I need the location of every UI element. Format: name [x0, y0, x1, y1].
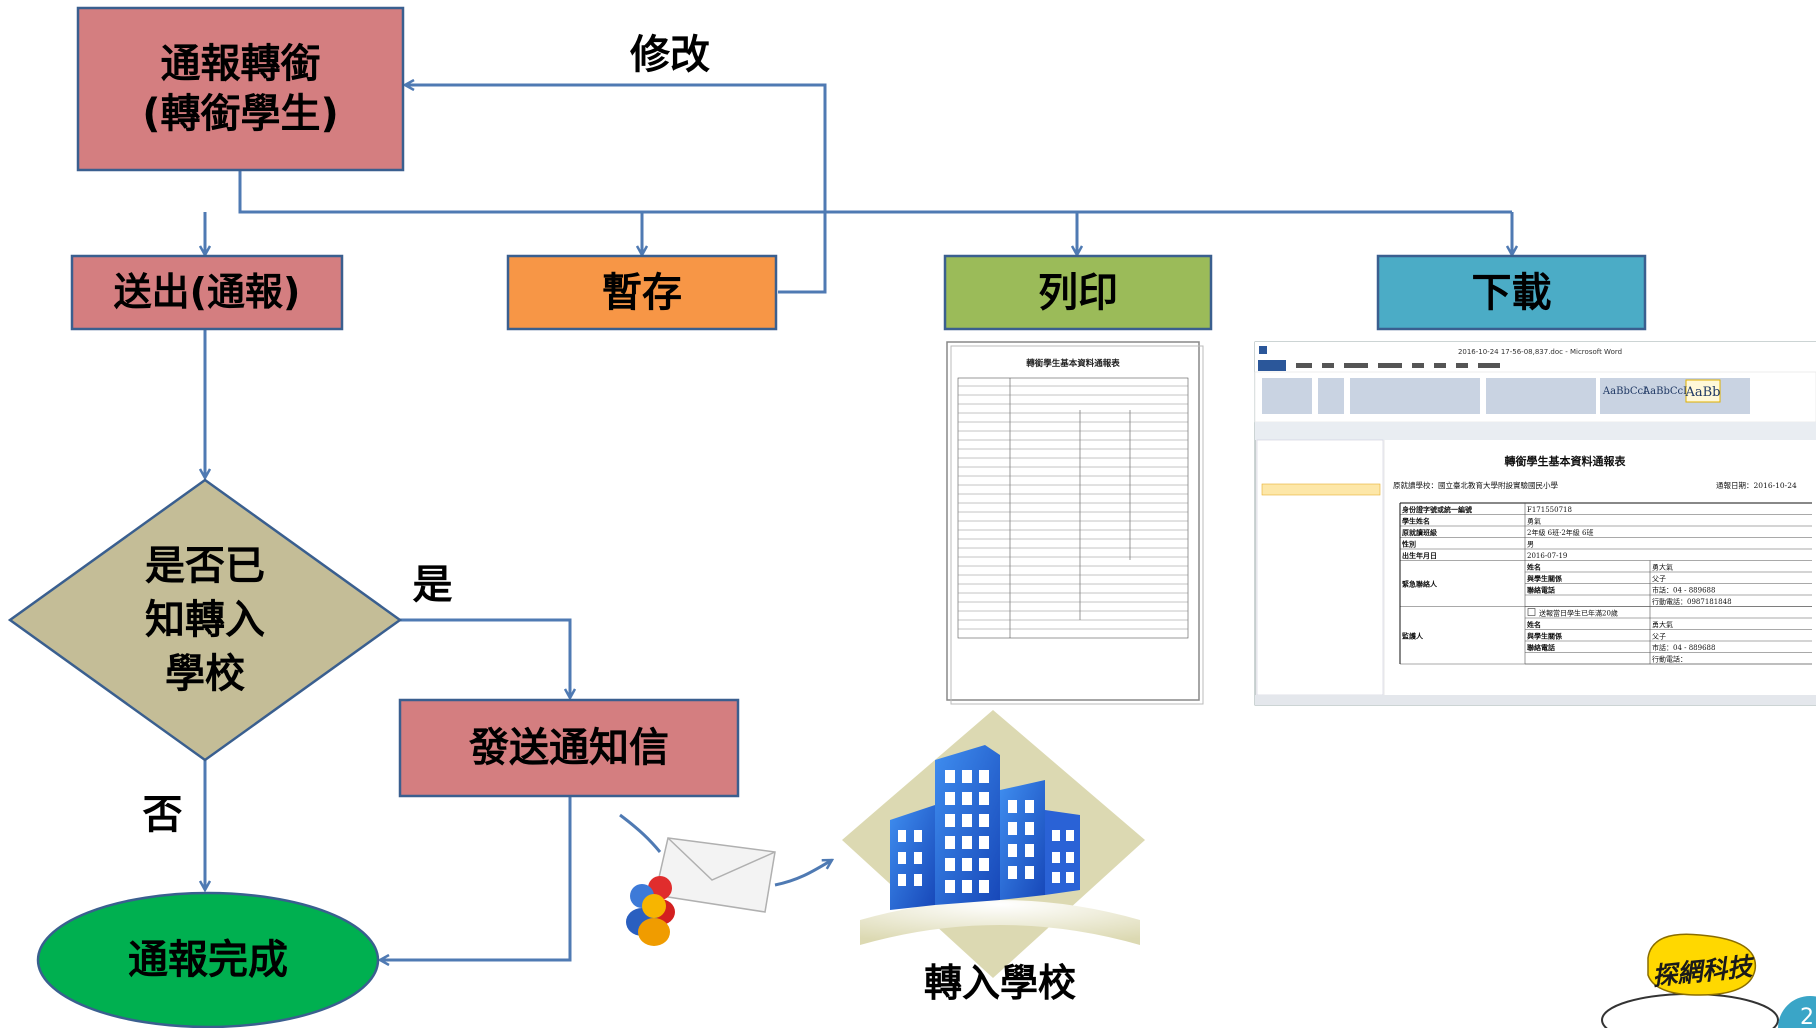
- connectors: [205, 85, 1512, 960]
- word-row-label: 原就讀班級: [1402, 528, 1438, 537]
- word-row-label: 身份證字號或統一編號: [1401, 505, 1472, 514]
- word-table-row: 身份證字號或統一編號 F171550718: [1401, 505, 1572, 514]
- word-table-row: 性別 男: [1402, 540, 1534, 549]
- send-label: 送出(通報): [113, 269, 301, 314]
- notify-label: 發送通知信: [469, 725, 669, 771]
- arrow-modify: [405, 85, 827, 294]
- word-table-row: 原就讀班級 2年級 6班·2年級 6班: [1402, 528, 1594, 537]
- word-sub-value: 父子: [1652, 575, 1666, 583]
- word-block-row: 行動電話：0987181848: [1652, 597, 1732, 606]
- word-table-row: 出生年月日 2016-07-19: [1402, 551, 1567, 560]
- word-sub-value: 勇大氣: [1652, 563, 1673, 572]
- word-row-label: 出生年月日: [1402, 551, 1437, 560]
- word-window-image: 2016-10-24 17-56-08,837.doc - Microsoft …: [1254, 341, 1816, 706]
- svg-text:AaBb: AaBb: [1684, 385, 1720, 400]
- word-block-row: 聯絡電話 市話：04 - 889688: [1527, 643, 1715, 652]
- trunk-line: [238, 170, 1512, 214]
- word-row-label: 性別: [1402, 540, 1416, 549]
- arrow-yes: [400, 618, 570, 698]
- word-sub-value: 勇大氣: [1652, 620, 1673, 629]
- edge-label-no: 否: [142, 792, 183, 838]
- word-block-row: 姓名 勇大氣: [1526, 563, 1673, 572]
- word-school-line: 原就讀學校：國立臺北教育大學附設實驗國民小學: [1393, 480, 1558, 490]
- word-sub-label: 與學生關係: [1527, 574, 1562, 583]
- word-block-row: 與學生關係 父子: [1527, 632, 1666, 641]
- svg-text:AaBbCcI: AaBbCcI: [1602, 386, 1647, 397]
- word-block-label: 監護人: [1402, 631, 1424, 640]
- word-ribbon-groups: [1262, 378, 1750, 414]
- word-sub-value: 行動電話：0987181848: [1652, 597, 1732, 606]
- building-illustration: [842, 710, 1145, 978]
- done-label: 通報完成: [128, 937, 288, 983]
- mail-in-stroke: [619, 813, 662, 853]
- word-block-row: 行動電話：: [1652, 655, 1687, 664]
- word-date-line: 通報日期：2016-10-24: [1716, 480, 1797, 490]
- save-label: 暫存: [602, 269, 682, 316]
- done-ellipse: [36, 891, 380, 1028]
- word-guardian-check: 送報當日學生已年滿20歲: [1527, 608, 1618, 618]
- word-sub-value: 行動電話：: [1652, 655, 1687, 664]
- word-block-row: 姓名 勇大氣: [1526, 620, 1673, 629]
- print-preview-title: 轉銜學生基本資料通報表: [1026, 358, 1120, 369]
- print-box: [943, 254, 1213, 331]
- word-row-value: 2年級 6班·2年級 6班: [1527, 528, 1594, 537]
- send-box: [70, 254, 344, 331]
- svg-text:送報當日學生已年滿20歲: 送報當日學生已年滿20歲: [1539, 609, 1618, 618]
- word-row-value: 勇氣: [1527, 517, 1541, 526]
- word-row-value: 2016-07-19: [1527, 552, 1567, 560]
- print-preview-image: 轉銜學生基本資料通報表: [946, 341, 1204, 705]
- word-sub-label: 聯絡電話: [1527, 643, 1555, 652]
- word-sub-value: 市話：04 - 889688: [1652, 586, 1715, 595]
- word-table-row: 學生姓名 勇氣: [1402, 517, 1541, 526]
- company-logo: 探網科技 2: [1601, 933, 1816, 1028]
- target-school-label: 轉入學校: [923, 961, 1076, 1006]
- word-title-bar: 2016-10-24 17-56-08,837.doc - Microsoft …: [1458, 348, 1622, 356]
- start-label: 通報轉銜 (轉銜學生): [142, 41, 339, 137]
- word-doc-title: 轉銜學生基本資料通報表: [1505, 454, 1627, 468]
- word-sub-label: 聯絡電話: [1527, 586, 1555, 595]
- word-block-row: 聯絡電話 市話：04 - 889688: [1527, 586, 1715, 595]
- word-sub-label: 與學生關係: [1527, 632, 1562, 641]
- arrow-notify-to-done: [380, 797, 572, 960]
- word-row-label: 學生姓名: [1402, 517, 1430, 526]
- word-row-value: F171550718: [1527, 506, 1572, 514]
- download-box: [1376, 254, 1647, 331]
- mail-contacts-icon: [626, 837, 776, 946]
- word-sub-value: 父子: [1652, 633, 1666, 641]
- page-number: 2: [1800, 1005, 1814, 1028]
- download-label: 下載: [1471, 269, 1552, 316]
- edge-label-modify: 修改: [630, 32, 710, 78]
- arrow-mail-out: [774, 860, 832, 887]
- start-box: [76, 6, 405, 172]
- svg-text:AaBbCcI: AaBbCcI: [1642, 386, 1687, 397]
- word-ribbon-tabs: [1296, 363, 1500, 368]
- word-row-value: 男: [1527, 541, 1534, 549]
- word-block-row: 與學生關係 父子: [1527, 574, 1666, 583]
- edge-label-yes: 是: [412, 562, 453, 608]
- word-sub-label: 姓名: [1526, 563, 1541, 572]
- notify-box: [398, 698, 740, 798]
- print-label: 列印: [1038, 269, 1118, 316]
- word-sub-label: 姓名: [1526, 620, 1541, 629]
- decision-label: 是否已 知轉入 學校: [145, 543, 265, 697]
- word-sub-value: 市話：04 - 889688: [1652, 643, 1715, 652]
- decision-diamond: [7, 478, 403, 762]
- word-block-label: 緊急聯絡人: [1402, 580, 1438, 589]
- save-box: [506, 254, 778, 331]
